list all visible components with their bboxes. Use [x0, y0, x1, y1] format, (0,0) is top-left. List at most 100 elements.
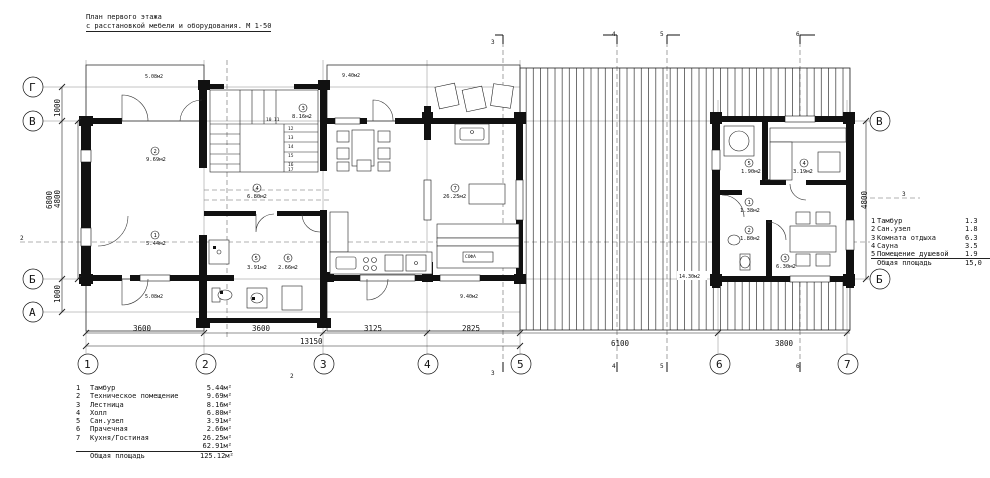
sauna-bench [769, 141, 793, 181]
room-area: 1.80м2 [740, 236, 760, 242]
stair-number: 14 [288, 144, 294, 150]
svg-text:5: 5 [517, 358, 524, 371]
dimension-label: 4800 [860, 190, 869, 209]
room-area: 6.30м2 [776, 264, 796, 270]
axis-bubble-4: 4 [417, 353, 439, 375]
svg-text:В: В [876, 115, 883, 128]
dimension-total: 6800 [45, 190, 54, 209]
axis-bubble-2: 2 [195, 353, 217, 375]
dimension-label: 3800 [775, 339, 794, 348]
svg-text:Б: Б [29, 273, 36, 286]
room-number: 3 [784, 256, 787, 262]
svg-text:3: 3 [320, 358, 327, 371]
bath-washbasin [727, 234, 741, 246]
dimension-labels: 3600 3600 3125 2825 6100 3800 13150 1000… [45, 98, 869, 348]
dimension-label: 2825 [462, 324, 480, 333]
stair-number: 15 [288, 153, 294, 159]
svg-text:4: 4 [424, 358, 431, 371]
stair-number: 13 [288, 135, 294, 141]
svg-text:2: 2 [202, 358, 209, 371]
svg-text:6: 6 [716, 358, 723, 371]
room-number: 1 [748, 200, 751, 206]
room-area: 1.38м2 [740, 208, 760, 214]
stair-number: 17 [288, 167, 294, 173]
room-number: 1 [154, 233, 157, 239]
stair-step-numbers: 10 11 12 13 14 15 16 17 [266, 117, 294, 173]
sauna-bench [769, 127, 847, 143]
rest-table [789, 225, 837, 253]
room-label-5: 5 3.91м2 [247, 253, 267, 271]
section-mark: 5 [660, 31, 664, 38]
kitchen-island [468, 183, 506, 205]
section-mark: 6 [796, 31, 800, 38]
room-number: 6 [287, 256, 290, 262]
room-area: 26.25м2 [443, 194, 466, 200]
room-area: 5.44м2 [146, 241, 166, 247]
room-number: 3 [302, 106, 305, 112]
dimension-total: 13150 [300, 337, 323, 346]
lounge-chair [461, 85, 487, 113]
room-number: 4 [803, 161, 807, 167]
sofa-label: СОФА [465, 254, 476, 260]
room-number: 2 [748, 228, 751, 234]
section-mark: 3 [491, 370, 495, 377]
dimension-label: 1000 [53, 284, 62, 303]
kitchen-counter [329, 211, 349, 253]
axis-bubble-3: 3 [313, 353, 335, 375]
axis-bubble-g: Г [22, 76, 44, 98]
room-area: 9.69м2 [146, 157, 166, 163]
bath-room-label-3: 3 6.30м2 [776, 253, 796, 270]
terrace-area: 5.08м2 [145, 294, 163, 300]
room-labels-main: 2 9.69м2 3 8.16м2 4 6.80м2 1 5.44м2 5 3.… [146, 103, 466, 271]
terrace-labels: 5.08м2 5.08м2 9.40м2 9.40м2 14.30м2 [145, 73, 707, 300]
room-label-7: 7 26.25м2 [443, 183, 466, 200]
terrace-area: 9.40м2 [460, 294, 478, 300]
axis-bubble-1: 1 [77, 353, 99, 375]
room-label-2: 2 9.69м2 [146, 146, 166, 163]
plan-title: План первого этажа [86, 13, 162, 21]
section-mark-ticks [495, 34, 815, 372]
section-mark: 6 [796, 363, 800, 370]
axis-bubble-v-right: В [869, 110, 891, 132]
sofa-back [436, 223, 520, 239]
dimension-label: 3600 [133, 324, 152, 333]
room-label-6: 6 2.66м2 [278, 253, 298, 271]
room-area: 1.90м2 [741, 169, 761, 175]
axis-bubble-6: 6 [709, 353, 731, 375]
svg-text:В: В [29, 115, 36, 128]
terrace-area: 5.08м2 [145, 74, 163, 80]
washing-machine [281, 285, 303, 311]
room-area: 8.16м2 [292, 114, 312, 120]
axis-bubbles: 1 2 3 4 5 6 7 Г В Б А В Б [22, 76, 891, 375]
section-mark: 2 [20, 235, 24, 242]
stair-number: 11 [274, 117, 280, 123]
room-area: 3.19м2 [793, 169, 813, 175]
section-mark: 4 [612, 363, 616, 370]
section-mark: 2 [290, 373, 294, 380]
svg-text:7: 7 [844, 358, 851, 371]
axis-bubble-b: Б [22, 268, 44, 290]
dimension-label: 3125 [364, 324, 382, 333]
bath-room-label-5: 5 1.90м2 [741, 158, 761, 175]
section-mark: 5 [660, 363, 664, 370]
room-area: 6.80м2 [247, 194, 267, 200]
room-number: 5 [255, 256, 258, 262]
terrace-area: 9.40м2 [342, 73, 360, 79]
room-number: 5 [748, 161, 751, 167]
svg-text:Б: Б [876, 273, 883, 286]
room-label-3: 3 8.16м2 [292, 103, 312, 120]
room-labels-bath: 5 1.90м2 4 3.19м2 1 1.38м2 2 1.80м2 3 6.… [740, 158, 813, 270]
svg-text:А: А [29, 306, 36, 319]
